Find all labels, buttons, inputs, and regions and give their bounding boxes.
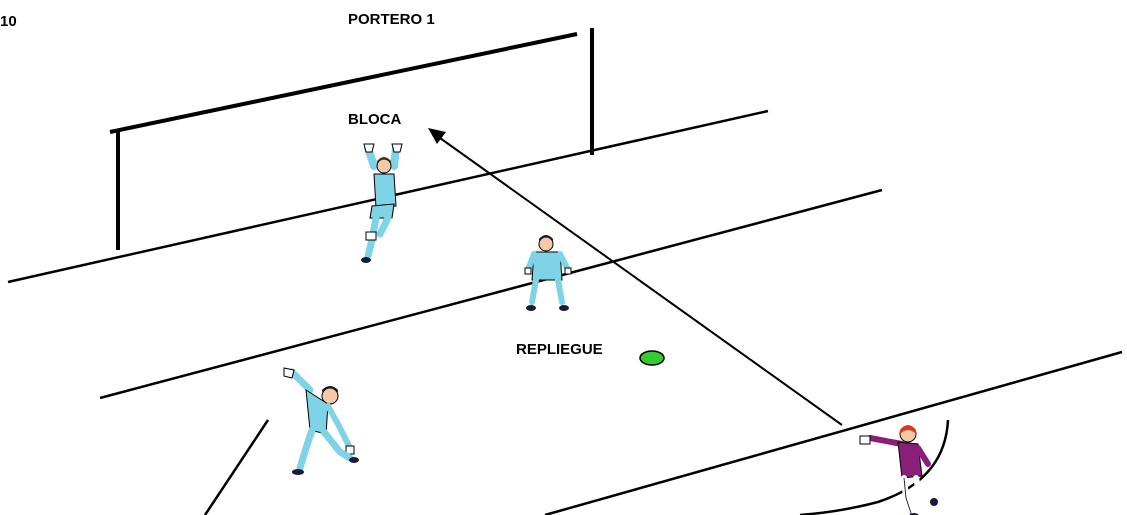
penalty-arc <box>799 419 950 515</box>
arrow-head-icon <box>428 128 446 144</box>
goal-frame <box>109 28 594 250</box>
green-ball-icon <box>639 350 665 366</box>
goalkeeper-standing-figure <box>524 235 572 311</box>
goalkeeper-jumping-figure <box>361 143 403 263</box>
bloca-label: BLOCA <box>348 111 402 128</box>
field-lines <box>7 109 1123 515</box>
repliegue-label: REPLIEGUE <box>516 341 603 358</box>
thrower-purple-figure <box>859 425 938 515</box>
trajectory-arrow <box>428 128 843 426</box>
title-label: PORTERO 1 <box>348 11 435 28</box>
corner-label: 10 <box>0 13 17 30</box>
penalty-area-line <box>544 350 1123 515</box>
goal-area-line <box>99 188 883 400</box>
penalty-side-line <box>203 419 270 515</box>
goalkeeper-diving-figure <box>283 367 359 475</box>
